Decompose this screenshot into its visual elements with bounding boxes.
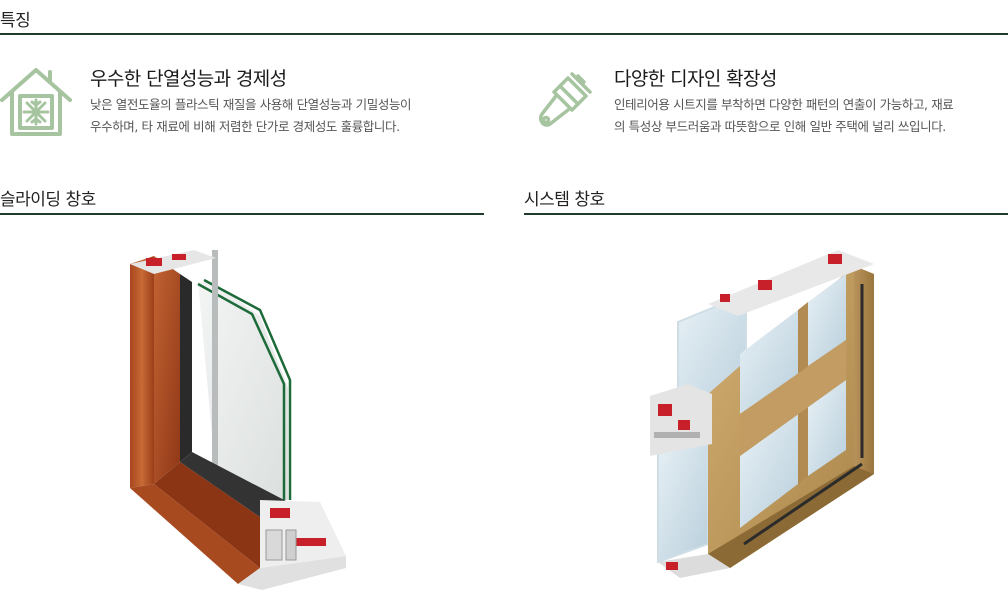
product-title-rule	[0, 213, 484, 215]
feature-title-design: 다양한 디자인 확장성	[614, 68, 777, 90]
feature-desc-line: 의 특성상 부드러움과 따뜻함으로 인해 일반 주택에 널리 쓰입니다.	[614, 119, 946, 134]
feature-desc-design: 인테리어용 시트지를 부착하면 다양한 패턴의 연출이 가능하고, 재료 의 특…	[614, 94, 954, 138]
house-snowflake-icon	[0, 64, 72, 138]
product-title-system: 시스템 창호	[524, 190, 605, 210]
sliding-window-image	[120, 238, 360, 590]
product-title-rule	[524, 213, 1008, 215]
product-title-sliding: 슬라이딩 창호	[0, 190, 96, 210]
features-heading-rule	[0, 33, 1008, 35]
paint-brush-icon	[534, 70, 594, 132]
feature-desc-line: 우수하며, 타 재료에 비해 저렴한 단가로 경제성도 훌륭합니다.	[90, 119, 400, 134]
feature-desc-line: 낮은 열전도율의 플라스틱 재질을 사용해 단열성능과 기밀성능이	[90, 97, 412, 112]
features-heading: 특징	[0, 11, 31, 31]
system-window-image	[648, 244, 880, 578]
feature-desc-insulation: 낮은 열전도율의 플라스틱 재질을 사용해 단열성능과 기밀성능이 우수하며, …	[90, 94, 412, 138]
feature-title-insulation: 우수한 단열성능과 경제성	[90, 68, 287, 90]
feature-desc-line: 인테리어용 시트지를 부착하면 다양한 패턴의 연출이 가능하고, 재료	[614, 97, 954, 112]
